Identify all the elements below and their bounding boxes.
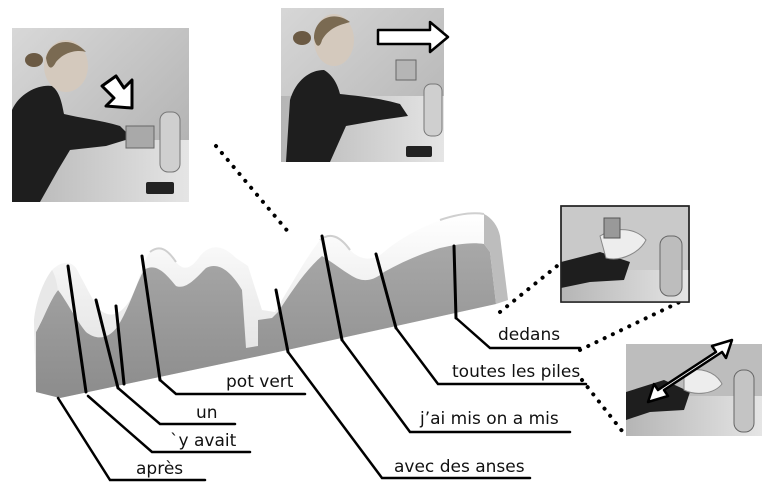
slab-front-face [36,243,496,398]
line-toutes-les-piles [374,252,398,330]
phone-on-table [146,182,174,194]
label-avec-des-anses: avec des anses [394,457,525,477]
person-hair [314,16,350,46]
dotted-line-dedans-to-closeup-top [578,296,690,352]
intonation-slab [34,212,508,398]
person-hair [46,41,86,68]
arm-silhouette [561,252,630,288]
line-pot-vert [140,254,162,382]
leader-un [116,386,237,426]
double-diagonal-arrow [646,338,734,404]
line-jai-mis [320,234,344,342]
hands [683,369,723,394]
leader-apres [56,396,207,482]
dotted-line-photos-to-slab [214,144,292,236]
bottle [159,111,181,173]
hair-bun [293,31,311,45]
label-dedans: dedans [498,325,560,345]
label-jai-mis: j’ai mis on a mis [419,409,559,429]
leader-jai-mis [340,338,572,434]
bottle [659,235,683,297]
slab-right-end [484,214,508,304]
slab-left-end [34,270,58,392]
leader-y-avait [86,394,252,454]
line-apres [66,264,88,394]
phone-on-table [406,146,432,157]
hair-bun [25,53,43,67]
line-dedans [452,244,458,320]
label-toutes-les-piles: toutes les piles [452,362,580,382]
line-un [114,304,126,386]
bottle [423,83,443,137]
label-y-avait: `y avait [170,431,237,451]
word-segment-lines [56,234,588,482]
label-apres: après [136,459,183,479]
line-y-avait [94,298,120,390]
dotted-line-slab-to-closeup [498,260,564,314]
leader-pot-vert [158,378,307,396]
photo-speaker-pointing-right [281,8,450,162]
jar [603,217,621,239]
word-labels: après `y avait un pot vert avec des anse… [136,325,580,479]
label-pot-vert: pot vert [226,372,294,392]
jar [125,125,155,149]
photo-speaker-pointing-down [12,28,189,202]
dotted-line-dedans-to-closeup-bottom [580,378,628,438]
photo-closeup-gesture [626,338,762,436]
dotted-connectors [214,144,690,438]
photo-closeup-hands-jar [560,205,690,303]
jar [395,59,417,81]
line-avec-des-anses [274,288,290,354]
leader-dedans [454,316,582,350]
person-silhouette [286,70,408,162]
right-arrow [376,20,450,54]
person-silhouette [12,85,132,202]
bottle [733,369,755,433]
down-right-arrow [100,74,134,110]
leader-toutes-les-piles [394,326,588,386]
label-un: un [196,403,218,423]
leader-avec-des-anses [286,350,532,480]
